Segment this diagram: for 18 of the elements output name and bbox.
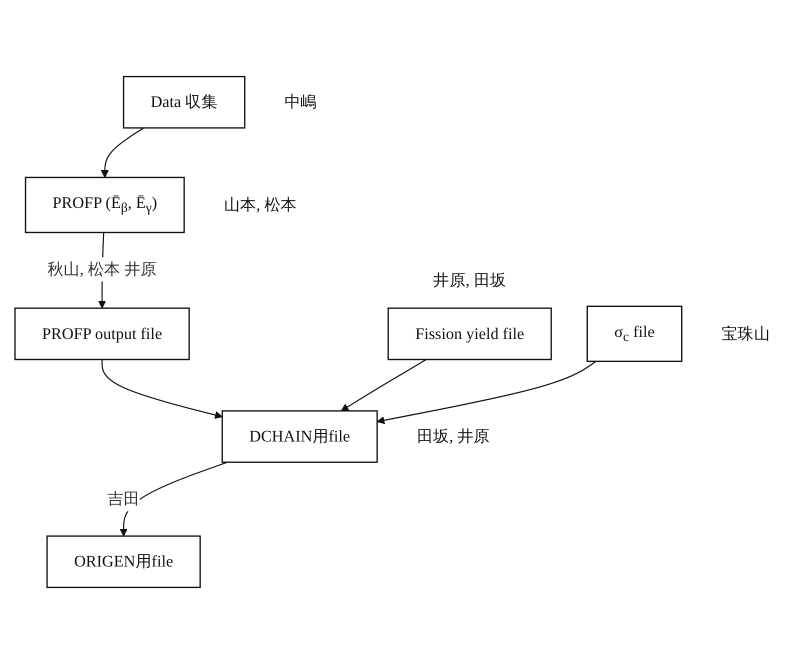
edge-label: 秋山, 松本 井原 xyxy=(47,260,157,278)
node-box: DCHAIN用file xyxy=(222,410,378,463)
node-label: 井原, 田坂 xyxy=(433,271,506,290)
node-label: 山本, 松本 xyxy=(224,196,297,214)
node-label: 田坂, 井原 xyxy=(416,427,490,446)
node-box: σ$_{c}$ file xyxy=(586,306,682,362)
node-box: Data 収集 xyxy=(122,76,246,129)
node-label: 中嶋 xyxy=(284,92,317,111)
node-label: 宝珠山 xyxy=(721,324,770,342)
edge-label: 吉田 xyxy=(107,490,140,508)
node-box: PROFP (Ē$_{β}$, Ē$_{γ}$) xyxy=(24,176,185,234)
arrow xyxy=(376,360,596,424)
node-box: ORIGEN用file xyxy=(46,535,201,588)
arrow xyxy=(102,360,223,419)
node-box: Fission yield file xyxy=(388,308,552,360)
arrow xyxy=(340,359,427,412)
arrow xyxy=(100,127,144,178)
node-box: PROFP output file xyxy=(14,308,190,360)
